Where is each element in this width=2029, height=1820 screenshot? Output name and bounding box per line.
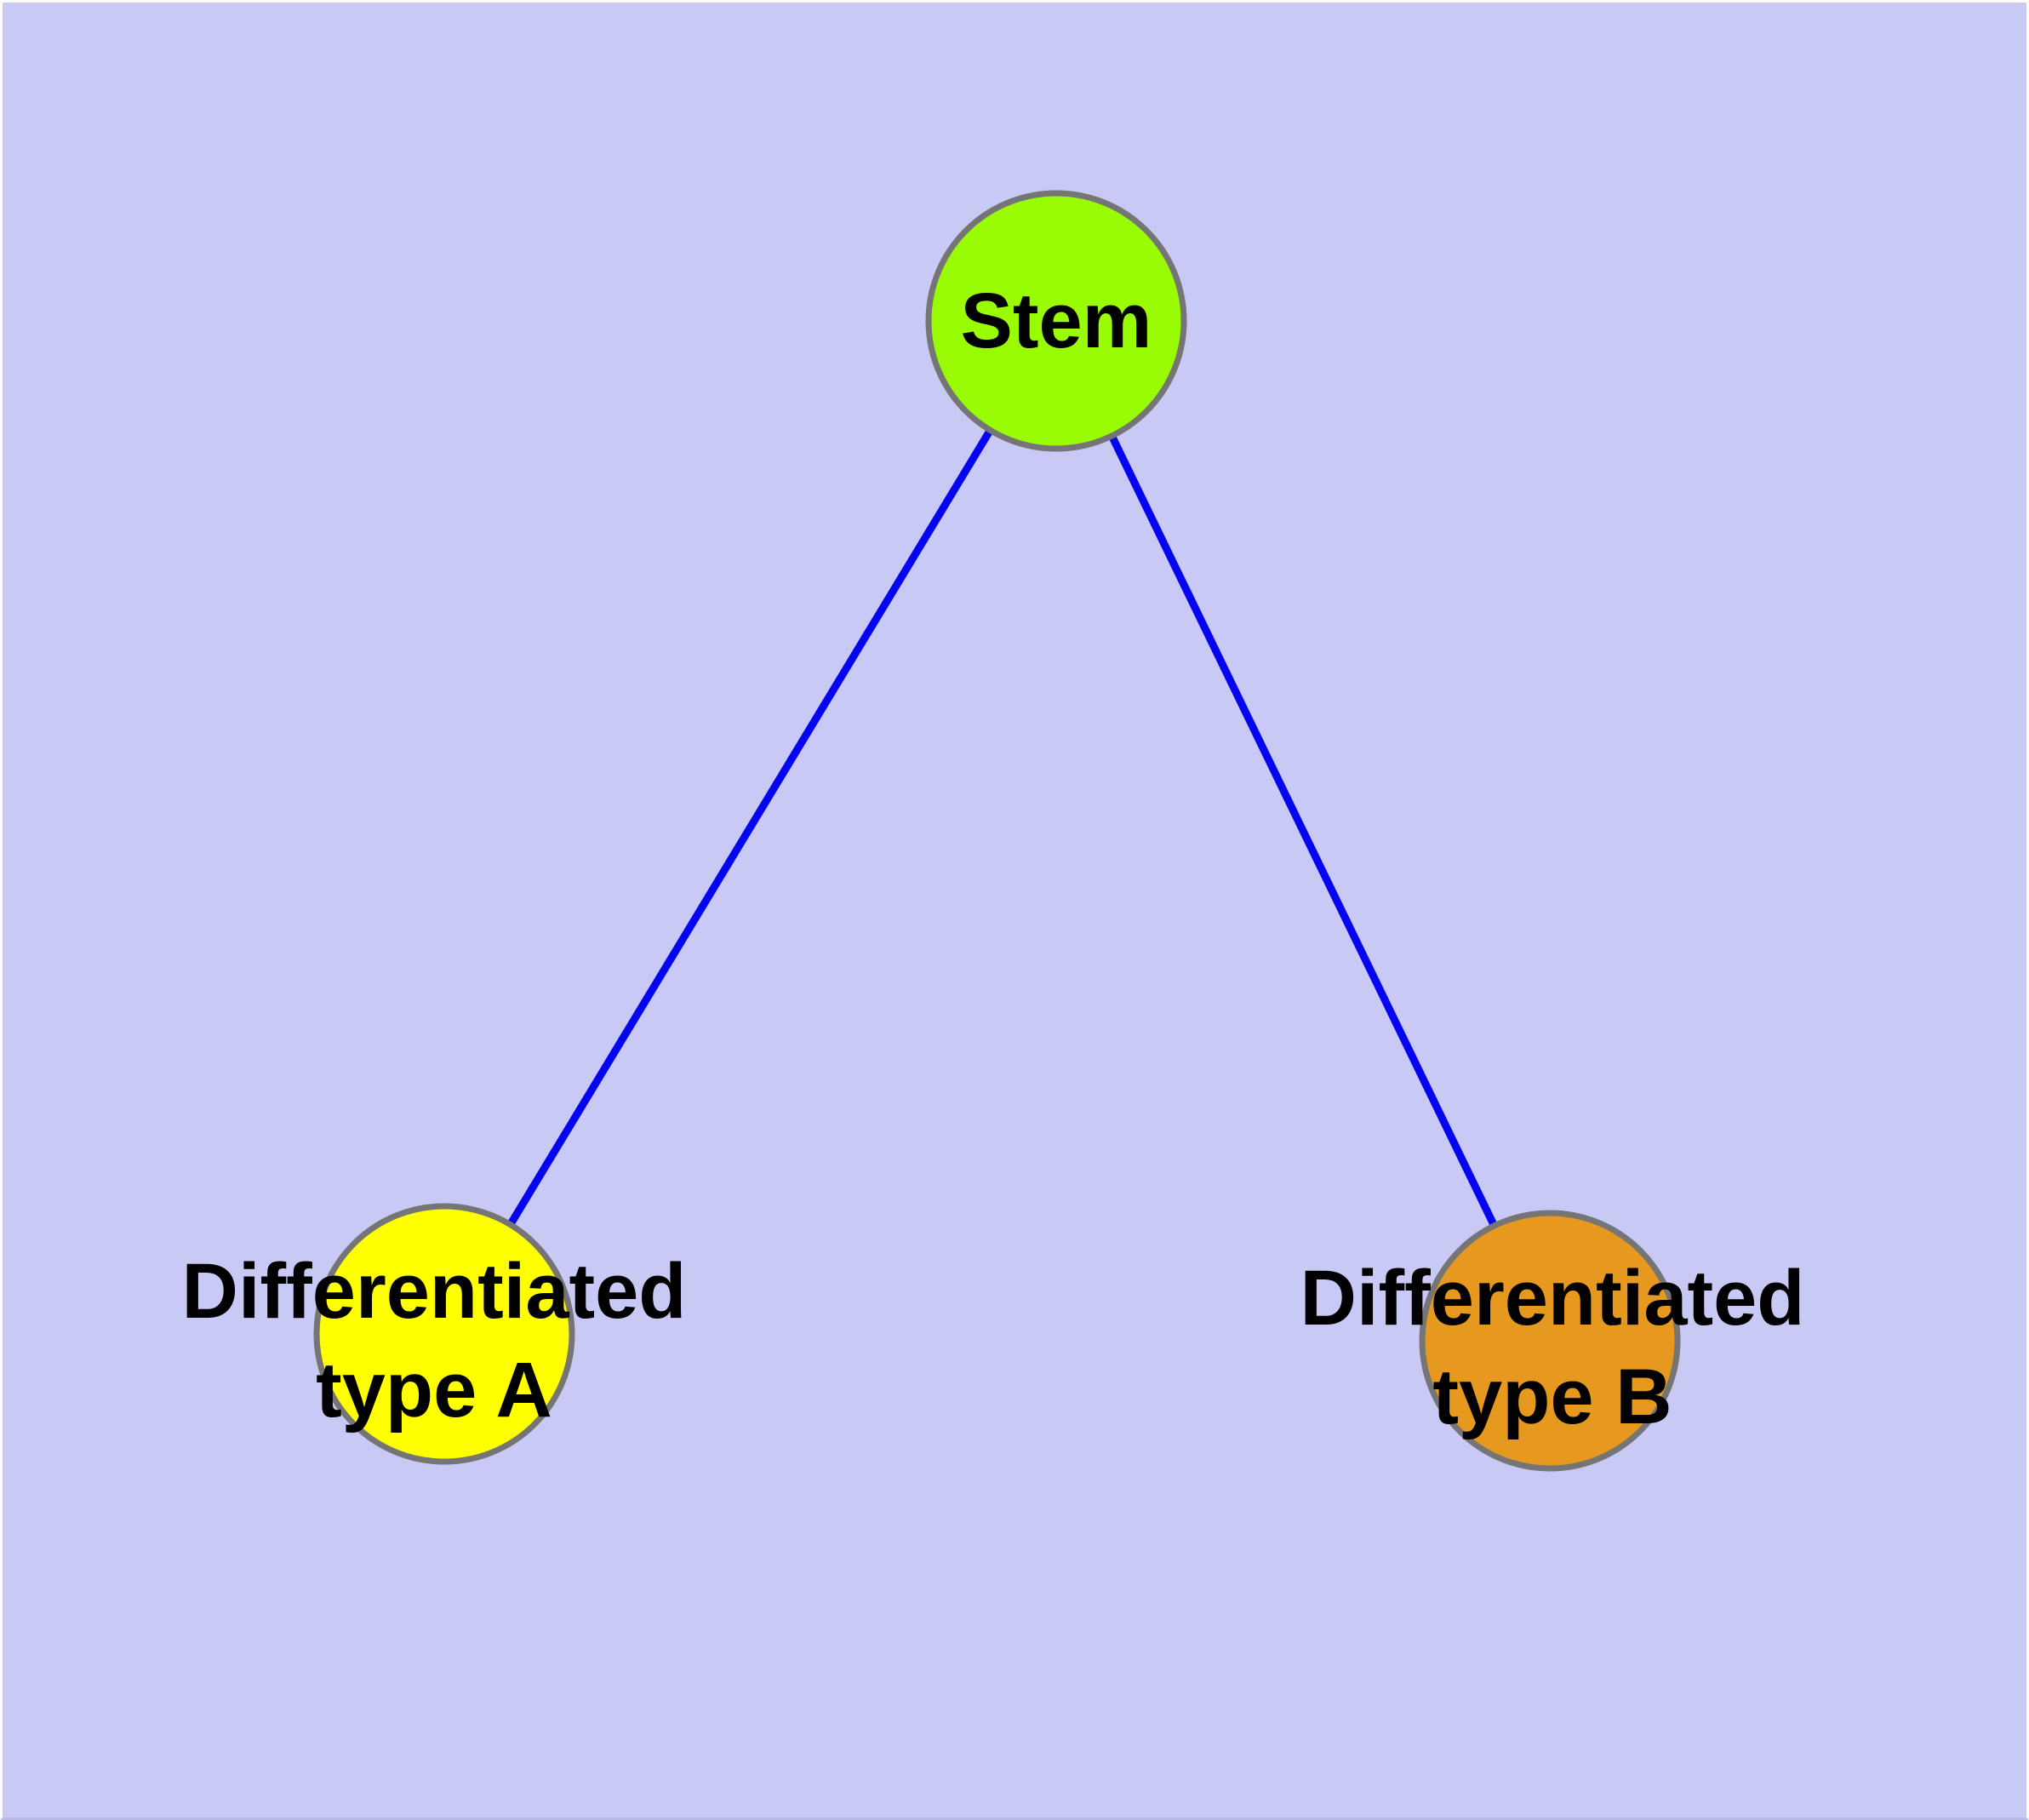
stem-node-label: Stem <box>961 272 1152 370</box>
graph-svg <box>313 190 1681 1472</box>
type-b-label-line1: Differentiated <box>1300 1255 1805 1342</box>
stem-label-text: Stem <box>960 278 1152 364</box>
type-a-label-line2: type A <box>316 1347 552 1434</box>
edge-stem-to-type-b <box>1052 319 1554 1342</box>
type-a-node-label: Differentiated type A <box>182 1242 687 1439</box>
differentiated-type-a-node[interactable] <box>313 1203 575 1465</box>
stem-node[interactable] <box>925 190 1187 452</box>
edge-stem-to-type-a <box>441 318 1060 1336</box>
type-a-label-line1: Differentiated <box>181 1248 687 1335</box>
type-b-node-label: Differentiated type B <box>1300 1249 1805 1446</box>
differentiated-type-b-node[interactable] <box>1419 1210 1681 1472</box>
type-b-label-line2: type B <box>1432 1354 1672 1440</box>
